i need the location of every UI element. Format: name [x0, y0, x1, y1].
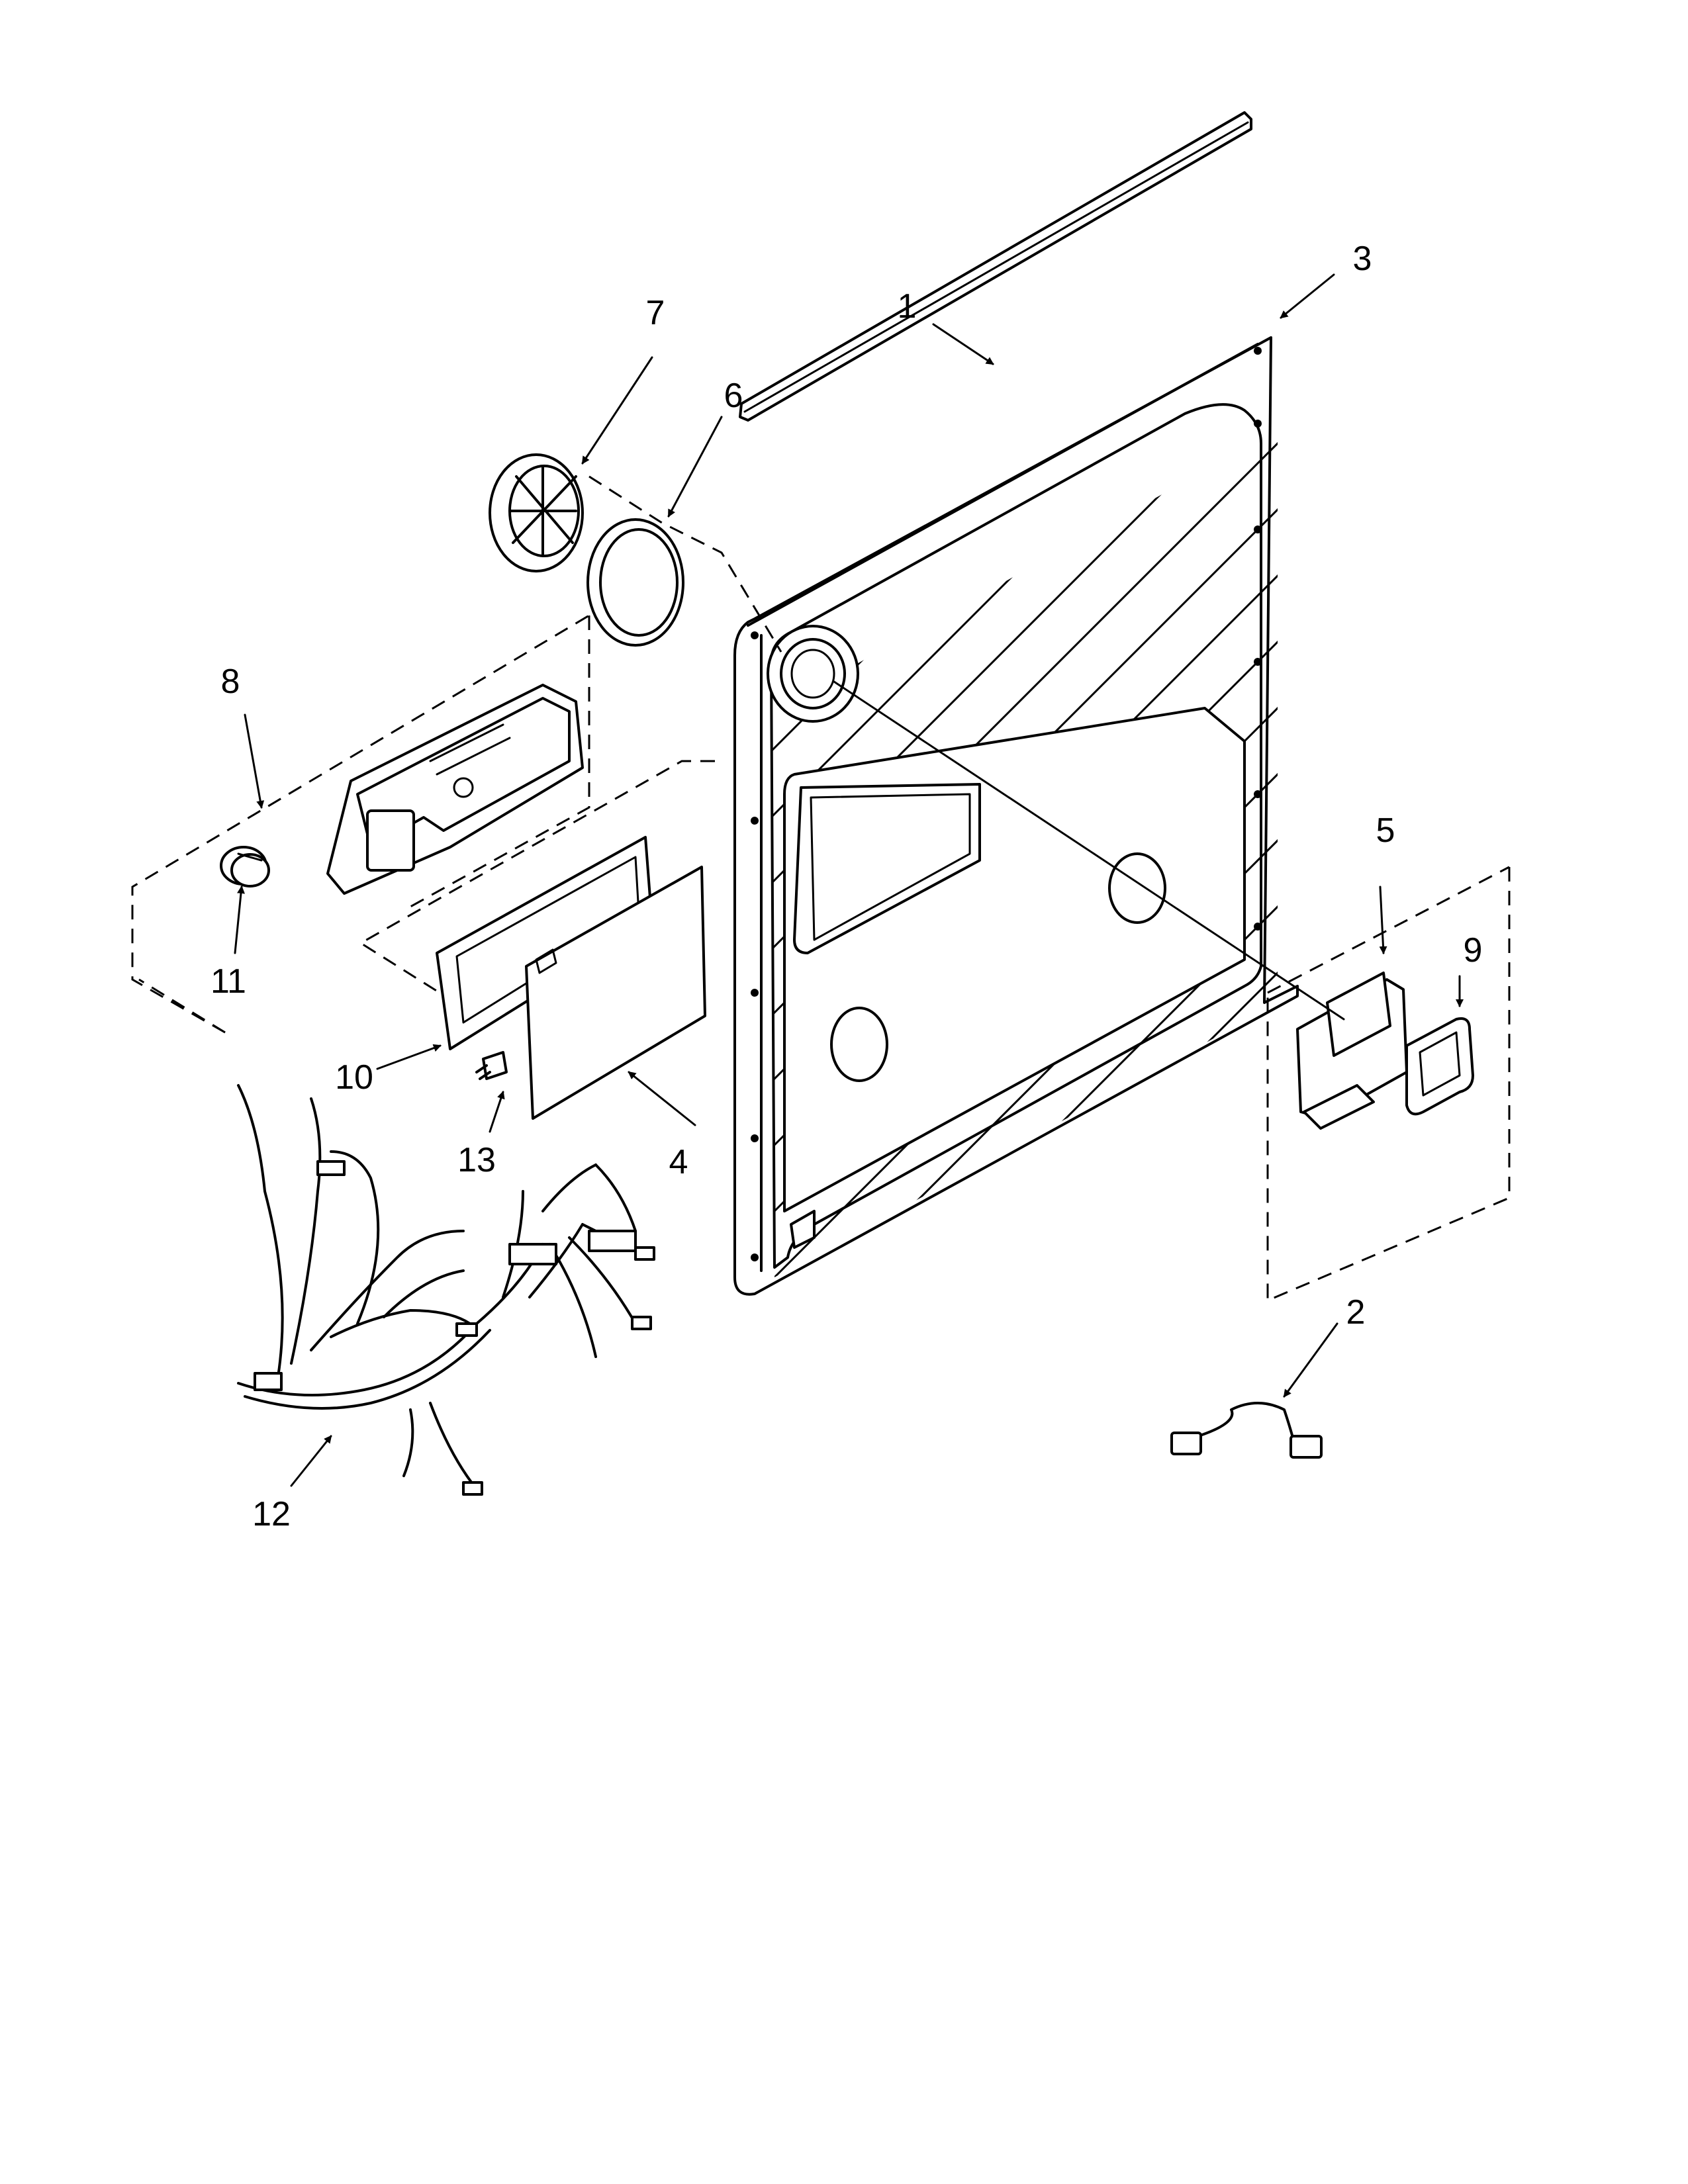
inner-door-panel	[733, 336, 1299, 1296]
callout-labels: 1 2 3 4 5 6 7 8 9 10 11 12 13	[211, 240, 1482, 1533]
callout-4: 4	[669, 1143, 688, 1181]
callout-10: 10	[335, 1058, 373, 1097]
callout-9: 9	[1464, 931, 1483, 970]
door-cable	[1170, 1402, 1323, 1459]
callout-1: 1	[898, 287, 917, 326]
top-vent-strip	[739, 111, 1252, 422]
wiring-harness	[237, 1084, 655, 1496]
vent-gasket	[586, 518, 684, 647]
callout-7: 7	[646, 294, 665, 332]
callout-5: 5	[1376, 811, 1395, 850]
callout-12: 12	[252, 1495, 291, 1533]
vent-cover	[489, 453, 584, 572]
vent-assembly	[1266, 866, 1511, 1302]
callout-6: 6	[724, 377, 743, 415]
vent-seal	[1405, 1017, 1474, 1116]
screw	[475, 1051, 508, 1080]
mounting-holes	[751, 347, 1262, 1261]
callout-13: 13	[457, 1141, 496, 1179]
callout-2: 2	[1346, 1293, 1366, 1332]
callout-11: 11	[211, 962, 246, 1001]
leader-lines	[234, 273, 1464, 1487]
dispenser-assembly	[131, 614, 590, 1034]
callout-8: 8	[221, 662, 240, 701]
insulation-panel	[525, 866, 706, 1120]
rinse-aid-cap	[220, 846, 270, 887]
callout-3: 3	[1353, 240, 1372, 278]
